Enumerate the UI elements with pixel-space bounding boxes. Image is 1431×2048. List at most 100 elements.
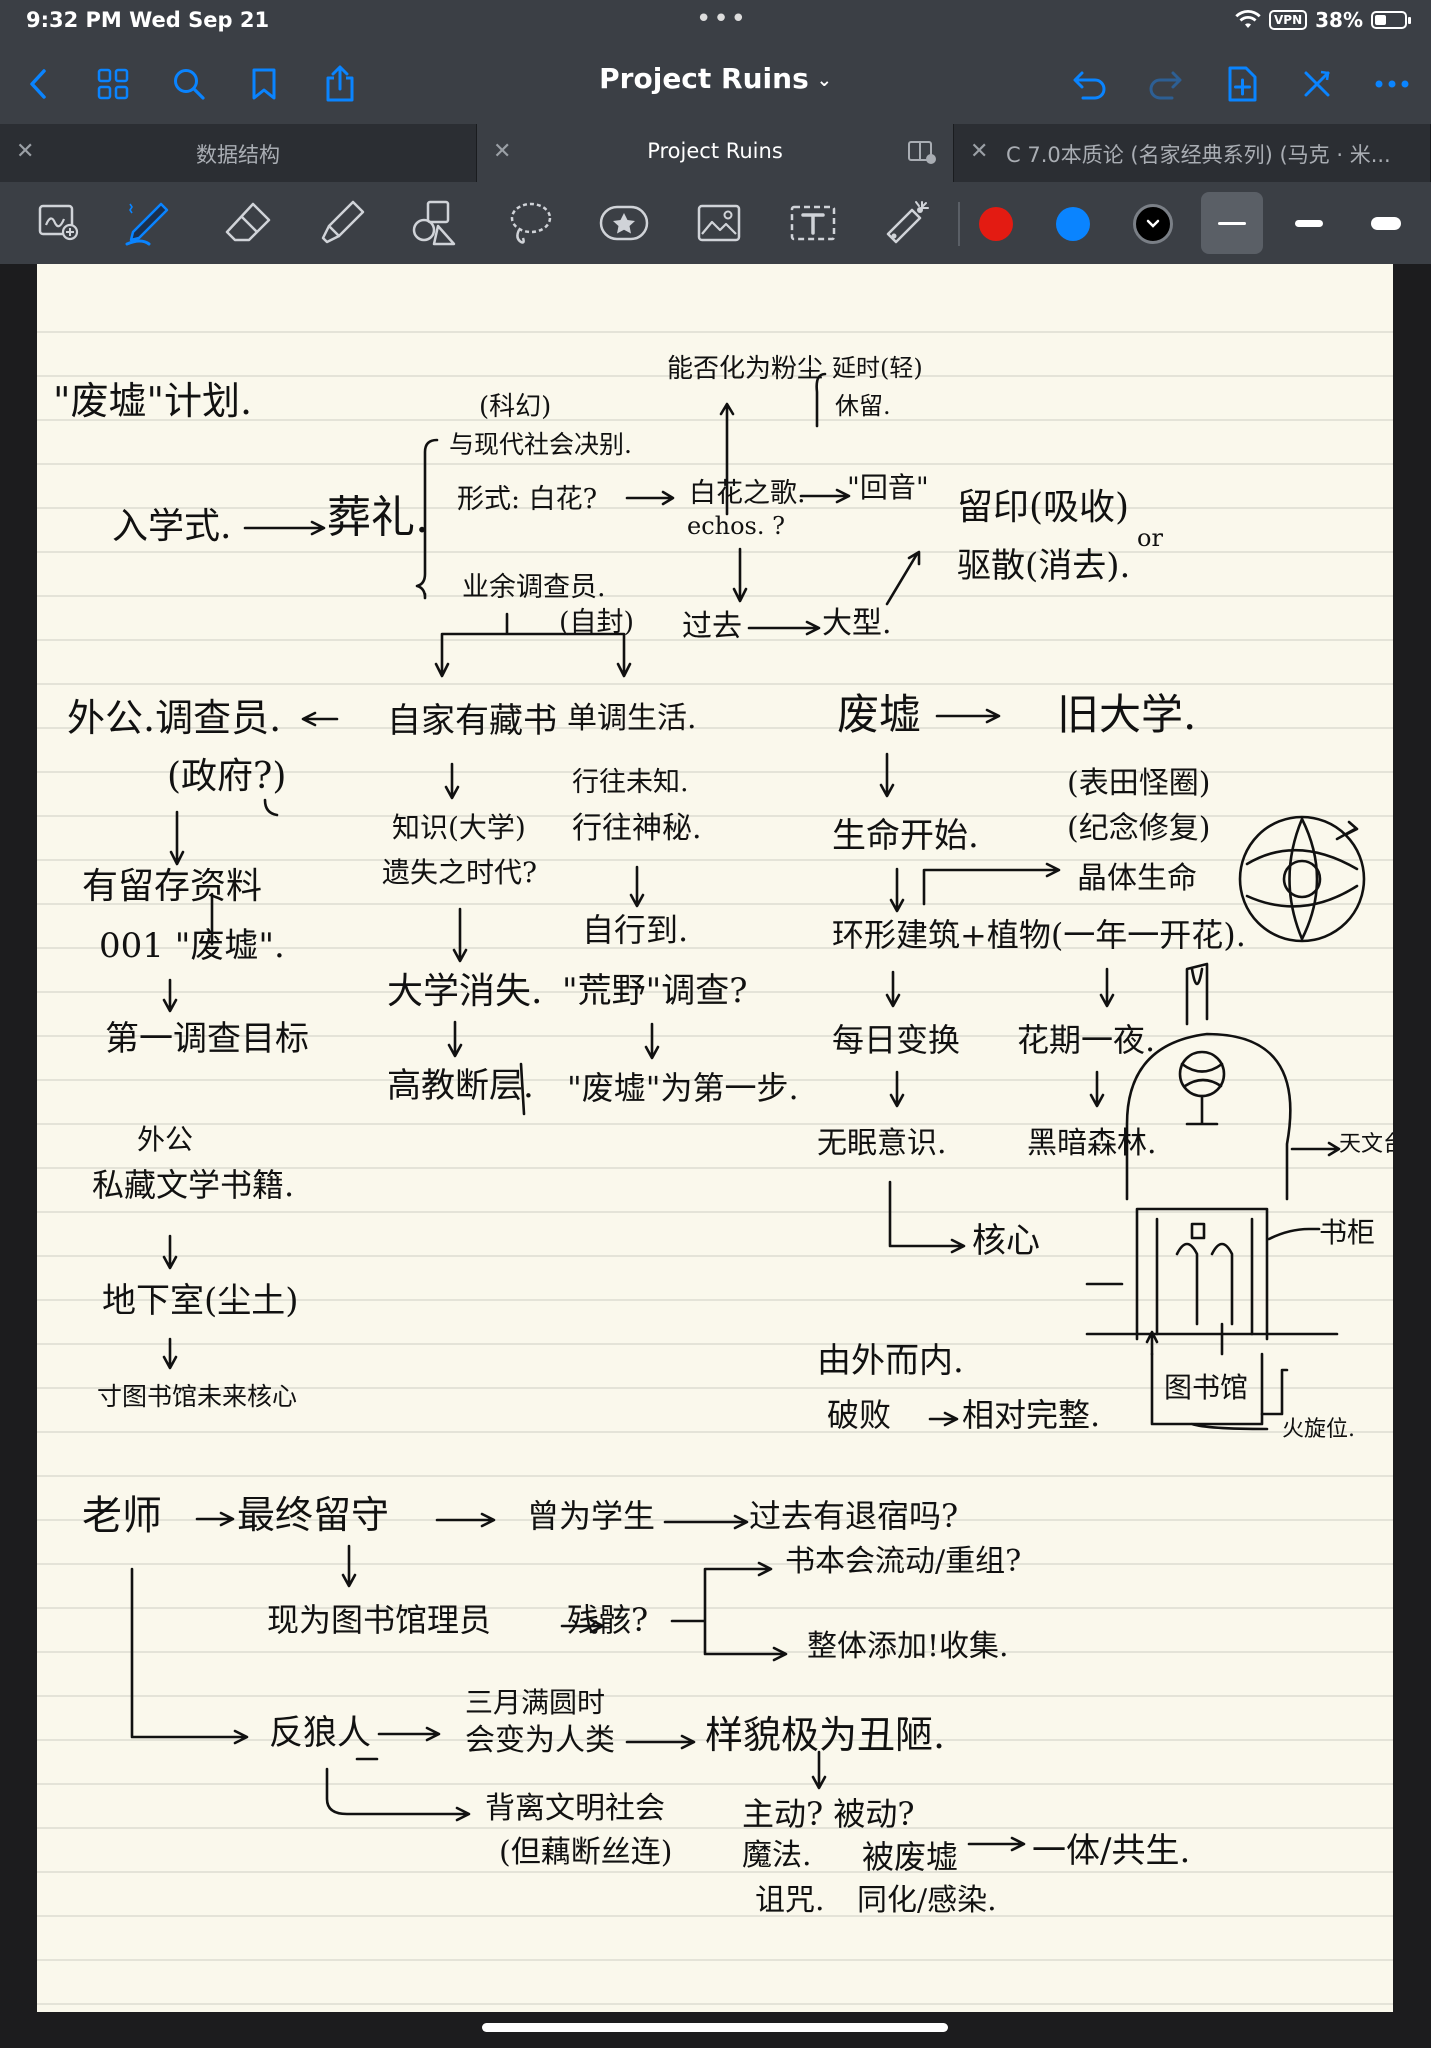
image-tool[interactable] <box>692 196 746 250</box>
tab-csharp-book[interactable]: ✕ C 7.0本质论 (名家经典系列) (马克 · 米... <box>954 124 1431 182</box>
pen-tool[interactable] <box>119 196 173 250</box>
undo-icon <box>1073 71 1106 100</box>
note-ruins: 废墟 <box>837 690 922 739</box>
add-page-button[interactable] <box>1220 62 1264 106</box>
grid-view-button[interactable] <box>91 62 135 106</box>
note-observatory: 天文台 <box>1339 1132 1393 1157</box>
bookmark-icon <box>252 68 276 100</box>
arrow-books-knowledge <box>444 762 460 800</box>
brace-delay <box>815 372 827 428</box>
back-button[interactable] <box>16 62 60 106</box>
redo-button[interactable] <box>1143 62 1187 106</box>
arrow-large-imprint <box>885 550 921 606</box>
stroke-thin-button[interactable] <box>1201 192 1263 254</box>
eraser-tool[interactable] <box>221 196 275 250</box>
arrow-keeper-student <box>435 1512 496 1528</box>
note-large: 大型. <box>822 606 892 641</box>
arrow-werewolf-moon <box>377 1726 441 1742</box>
stroke-thin-icon <box>1218 221 1246 225</box>
note-wild: "荒野"调查? <box>562 971 748 1011</box>
arrow-ring-daily <box>885 970 901 1008</box>
note-first-step: "废墟"为第一步. <box>567 1069 799 1107</box>
note-corridor: 火旋位. <box>1282 1417 1355 1442</box>
split-view-icon[interactable] <box>907 140 937 166</box>
document-title[interactable]: Project Ruins ⌄ <box>0 62 1431 95</box>
star-sticker-icon <box>599 205 649 241</box>
zoom-window-tool[interactable] <box>32 196 86 250</box>
home-indicator[interactable] <box>482 2023 948 2032</box>
shapes-tool[interactable] <box>408 196 462 250</box>
stroke-medium-button[interactable] <box>1278 192 1340 254</box>
color-blue-swatch[interactable] <box>1056 207 1090 241</box>
color-black-swatch[interactable] <box>1133 204 1173 244</box>
tab-bar: ✕ 数据结构 ✕ Project Ruins ✕ C 7.0本质论 (名家经典系… <box>0 124 1431 182</box>
lasso-icon <box>510 202 552 244</box>
color-red-swatch[interactable] <box>979 207 1013 241</box>
tab-close-icon[interactable]: ✕ <box>970 139 989 164</box>
arrow-to-core <box>888 1180 966 1254</box>
note-collect: 整体添加!收集. <box>807 1629 1009 1664</box>
arrow-human-looks <box>625 1734 696 1750</box>
note-assimilate: 同化/感染. <box>857 1883 997 1918</box>
brace-funeral <box>415 438 439 600</box>
note-powder: 能否化为粉尘 <box>667 354 824 384</box>
tab-close-icon[interactable]: ✕ <box>493 139 512 164</box>
tab-project-ruins[interactable]: ✕ Project Ruins <box>477 124 954 182</box>
note-curse: 诅咒. <box>755 1883 825 1918</box>
chevron-down-icon: ⌄ <box>816 69 832 91</box>
note-outward: 由外而内. <box>817 1341 964 1381</box>
text-tool[interactable] <box>786 196 840 250</box>
note-basement: 地下室(尘土) <box>102 1281 299 1321</box>
note-old-univ: 旧大学. <box>1057 690 1197 739</box>
lasso-tool[interactable] <box>503 196 557 250</box>
arrow-enroll-funeral <box>243 520 326 536</box>
tab-data-structures[interactable]: ✕ 数据结构 <box>0 124 477 182</box>
note-title: "废墟"计划. <box>53 379 253 423</box>
notebook-page[interactable]: "废墟"计划. 入学式. 葬礼. (科幻) 与现代社会决别. 形式: 白花? 白… <box>37 264 1393 2012</box>
arrow-to-crystal <box>922 862 1061 906</box>
close-icon <box>1304 70 1330 97</box>
grid-icon <box>97 68 129 100</box>
note-delay: 延时(轻) <box>832 354 923 382</box>
elements-tool[interactable] <box>597 196 651 250</box>
note-edu-break: 高教断层. <box>387 1066 534 1106</box>
note-selfwalk: 自行到. <box>582 911 689 949</box>
note-teacher: 老师 <box>82 1493 162 1539</box>
note-gov: (政府?) <box>167 756 287 797</box>
spiral-sketch <box>1238 815 1366 943</box>
laser-pointer-tool[interactable] <box>880 196 934 250</box>
arrow-keeper-librarian <box>341 1544 357 1588</box>
arrow-univ-edu <box>447 1020 463 1058</box>
tab-label: C 7.0本质论 (名家经典系列) (马克 · 米... <box>1006 143 1391 167</box>
arrow-teacher-keeper <box>195 1511 235 1527</box>
document-title-text: Project Ruins <box>599 62 809 95</box>
close-edit-button[interactable] <box>1295 62 1339 106</box>
chevron-down-icon <box>1146 219 1160 228</box>
undo-button[interactable] <box>1068 62 1112 106</box>
arrow-looks-active <box>811 1750 827 1790</box>
tab-close-icon[interactable]: ✕ <box>16 139 35 164</box>
arrow-ruins-life <box>879 752 895 798</box>
note-investigator: 业余调查员. <box>462 572 606 603</box>
note-or: or <box>1137 524 1163 552</box>
note-bond: (但藕断丝连) <box>499 1835 673 1870</box>
arrow-echo <box>799 488 851 504</box>
share-button[interactable] <box>318 62 362 106</box>
search-button[interactable] <box>167 62 211 106</box>
note-outsider: 外公.调查员. <box>67 696 282 740</box>
more-button[interactable] <box>1370 62 1414 106</box>
note-univ-gone: 大学消失. <box>387 971 543 1012</box>
multitask-dots-icon[interactable]: ••• <box>696 4 749 34</box>
arrow-private-basement <box>162 1234 178 1270</box>
note-library: 图书馆 <box>1164 1371 1249 1404</box>
note-grandpa: 外公 <box>137 1123 194 1156</box>
note-retire: 过去有退宿吗? <box>749 1497 959 1535</box>
note-gardenb: (纪念修复) <box>1067 811 1211 846</box>
note-keeper: 最终留守 <box>237 1493 390 1537</box>
highlighter-tool[interactable] <box>315 196 369 250</box>
note-imprint: 留印(吸收) <box>957 487 1130 528</box>
stroke-thick-button[interactable] <box>1355 192 1417 254</box>
arrow-001-target <box>162 978 178 1013</box>
bookmark-button[interactable] <box>242 62 286 106</box>
note-echoes: echos. ? <box>687 512 785 540</box>
